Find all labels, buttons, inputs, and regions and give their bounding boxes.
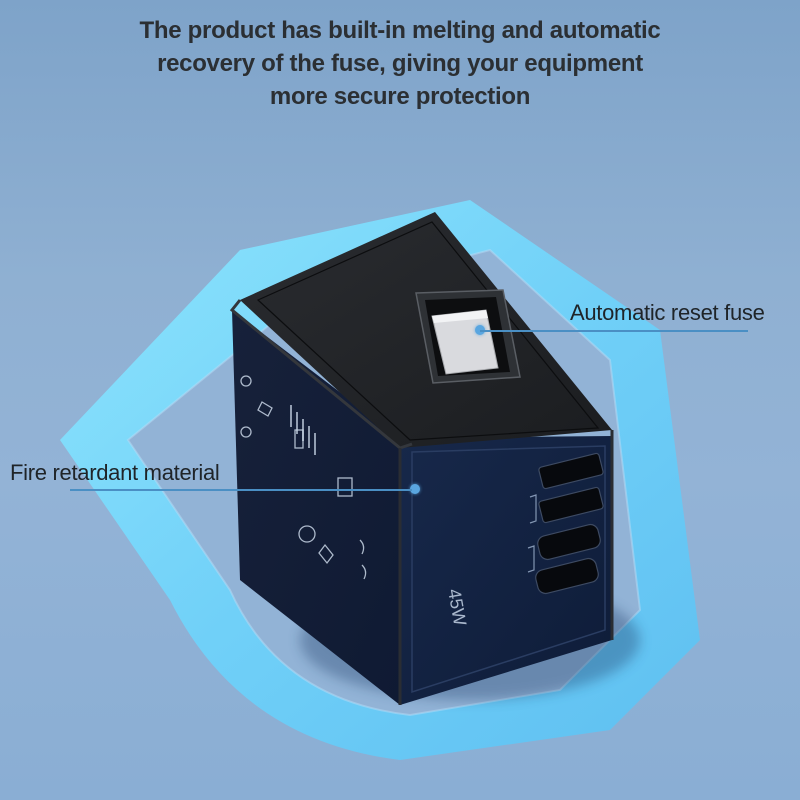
fuse-callout-label: Automatic reset fuse [570,300,765,325]
material-leader-line [70,489,412,491]
headline-line-1: The product has built-in melting and aut… [139,17,661,44]
headline-line-3: more secure protection [269,83,531,110]
material-pointer-dot [410,484,420,494]
fuse-leader-line [480,330,748,332]
fuse-component [415,289,521,384]
usb-ports [535,452,604,595]
headline: The product has built-in melting and aut… [0,14,800,113]
material-callout-label: Fire retardant material [10,460,220,485]
headline-line-2: recovery of the fuse, giving your equipm… [157,50,643,77]
